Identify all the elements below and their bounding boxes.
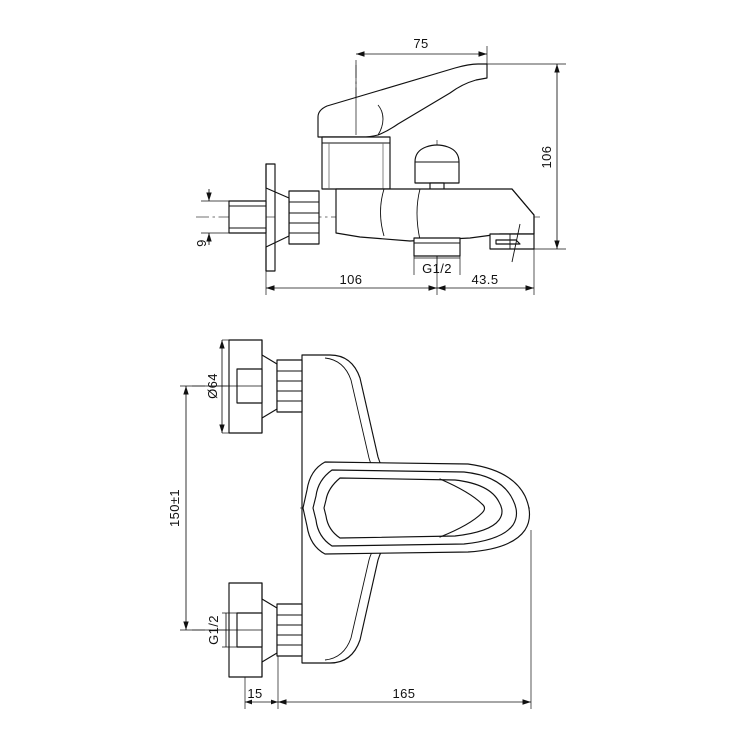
dim-label-overall-width: 165 — [393, 686, 416, 701]
dim-label-overall-height: 106 — [539, 146, 554, 169]
dim-label-body-length: 106 — [340, 272, 363, 287]
hex-union-nut-side — [288, 190, 320, 245]
view-front-elevation: Ø64 150±1 G1/2 — [167, 339, 532, 709]
lower-hex-nut-front — [276, 603, 303, 657]
dim-spout-length: 43.5 — [437, 249, 535, 295]
dim-body-length: 106 — [265, 256, 438, 295]
inlet-pipe-side — [228, 200, 267, 234]
upper-hex-nut-front — [276, 359, 303, 413]
dim-inlet-thread-front: G1/2 — [206, 612, 239, 648]
spout-outlet-side — [489, 223, 535, 263]
dim-label-inlet-thread-front: G1/2 — [206, 615, 221, 645]
dim-inlet-projection: 9 — [194, 189, 232, 247]
bottom-outlet-fitting-side — [413, 237, 461, 257]
dim-overall-width: 165 — [278, 530, 532, 709]
view-side-elevation: 75 106 9 106 — [194, 36, 566, 295]
dim-inlet-centre-distance: 150±1 — [167, 385, 262, 631]
dim-label-inlet-projection: 9 — [194, 239, 209, 247]
dim-label-lever-reach: 75 — [413, 36, 428, 51]
dim-label-outlet-thread: G1/2 — [422, 261, 452, 276]
mixer-body-side — [335, 188, 535, 242]
lever-handle-side — [317, 63, 488, 138]
dim-label-spout-length: 43.5 — [472, 272, 499, 287]
diverter-knob-side — [414, 144, 460, 192]
dim-label-inlet-offset: 15 — [247, 686, 262, 701]
dim-overall-height: 106 — [487, 63, 566, 250]
spout-teardrop-front — [302, 461, 531, 555]
cartridge-housing-side — [321, 136, 391, 190]
dim-label-inlet-centre-distance: 150±1 — [167, 489, 182, 527]
dim-lever-reach: 75 — [355, 36, 488, 135]
dim-outlet-thread: G1/2 — [413, 256, 461, 276]
